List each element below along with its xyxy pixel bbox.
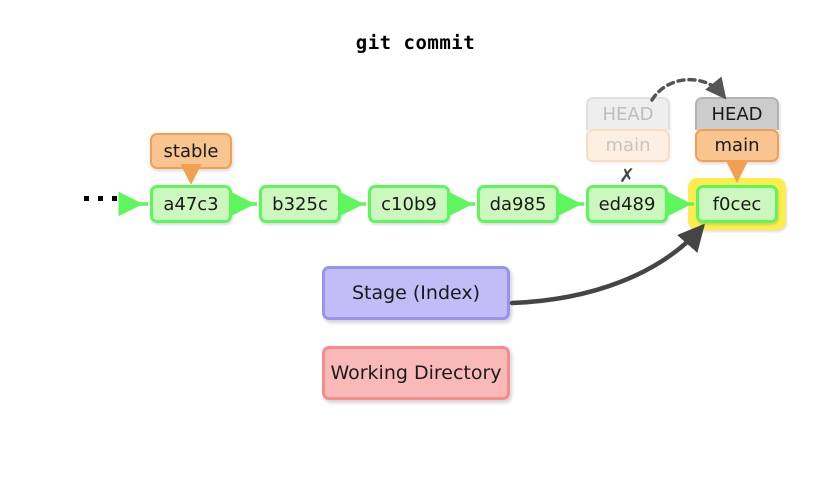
- commit-node-f0cec[interactable]: f0cec: [696, 185, 778, 223]
- detach-cross-icon: ✗: [619, 165, 635, 187]
- ref-head-label-old: HEAD: [586, 97, 670, 130]
- ellipsis-dot: [112, 196, 117, 201]
- ref-branch-label-old: main: [586, 129, 670, 162]
- commit-node-a47c3[interactable]: a47c3: [150, 185, 232, 223]
- commit-node-c10b9[interactable]: c10b9: [368, 185, 450, 223]
- ref-branch-label-new: main: [695, 129, 779, 162]
- ellipsis-dot: [84, 196, 89, 201]
- stage-index-box[interactable]: Stage (Index): [322, 266, 510, 320]
- tag-stable[interactable]: stable: [150, 133, 232, 169]
- commit-node-da985[interactable]: da985: [477, 185, 559, 223]
- ellipsis-dot: [98, 196, 103, 201]
- commit-node-ed489[interactable]: ed489: [586, 185, 668, 223]
- stage-to-commit-arrow: [509, 223, 705, 306]
- page-title: git commit: [355, 32, 476, 54]
- working-directory-box[interactable]: Working Directory: [322, 346, 510, 400]
- ref-box-new[interactable]: HEAD main: [695, 97, 779, 162]
- history-ellipsis: [84, 196, 117, 201]
- commit-node-b325c[interactable]: b325c: [259, 185, 341, 223]
- ref-head-label-new: HEAD: [695, 97, 779, 130]
- ref-box-old: HEAD main: [586, 97, 670, 162]
